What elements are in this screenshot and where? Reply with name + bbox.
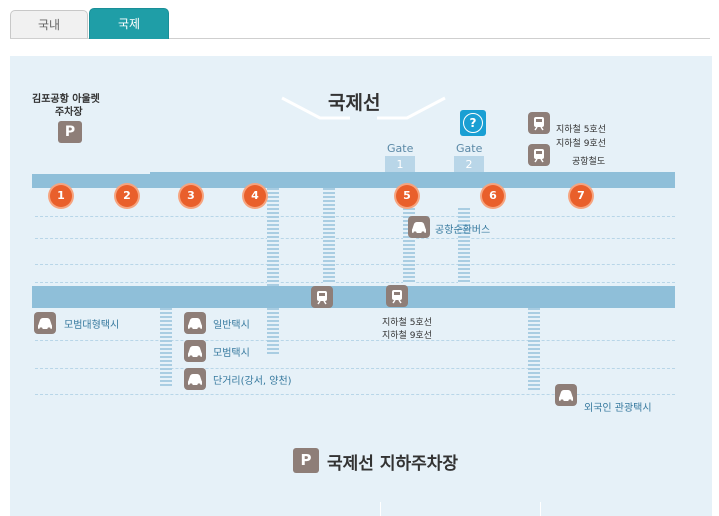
map-title: 국제선 (328, 92, 381, 114)
crosswalk (323, 188, 335, 284)
tab-domestic[interactable]: 국내 (10, 10, 88, 38)
gate-1-number[interactable]: 1 (385, 156, 415, 174)
outlet-label-line2: 주차장 (55, 107, 83, 118)
subway-icon[interactable] (386, 285, 408, 307)
regular-taxi-label: 일반택시 (213, 320, 250, 331)
exit-3-badge[interactable]: 3 (180, 185, 202, 207)
crosswalk (458, 208, 470, 284)
boundary-line (380, 502, 381, 516)
foreigner-tourist-taxi-label: 외국인 관광택시 (584, 403, 652, 414)
subway-line9-label: 지하철 9호선 (556, 139, 606, 149)
exit-4-badge[interactable]: 4 (244, 185, 266, 207)
terminal-road-top-edge (150, 172, 675, 175)
crosswalk (267, 188, 279, 288)
subway-mid-line9-label: 지하철 9호선 (382, 331, 432, 341)
lane-line (35, 216, 675, 217)
exit-5-badge[interactable]: 5 (396, 185, 418, 207)
shuttle-bus-icon[interactable] (408, 216, 430, 238)
lane-line (35, 394, 675, 395)
terminal-road-middle (32, 286, 675, 308)
terminal-road-top (32, 174, 675, 188)
short-distance-taxi-label: 단거리(강서, 양천) (213, 376, 292, 387)
crosswalk (528, 308, 540, 392)
info-icon[interactable]: ? (460, 110, 486, 136)
lane-line (35, 238, 675, 239)
terminal-tabs: 국내 국제 (10, 8, 710, 39)
exit-6-badge[interactable]: 6 (482, 185, 504, 207)
airport-rail-label: 공항철도 (572, 157, 606, 167)
underground-parking-label: 국제선 지하주차장 (327, 454, 459, 474)
deluxe-large-taxi-label: 모범대형택시 (64, 320, 120, 331)
taxi-icon[interactable] (184, 312, 206, 334)
crosswalk (160, 308, 172, 386)
subway-icon[interactable] (311, 286, 333, 308)
crosswalk (267, 308, 279, 356)
terminal-map: 국제선 김포공항 아울렛 주차장 P ? Gate 1 Gate 2 지하철 5… (10, 56, 712, 516)
taxi-icon[interactable] (34, 312, 56, 334)
exit-2-badge[interactable]: 2 (116, 185, 138, 207)
outlet-label-line1: 김포공항 아울렛 (32, 94, 100, 105)
airport-rail-icon[interactable] (528, 144, 550, 166)
lane-line (35, 264, 675, 265)
info-symbol: ? (463, 113, 483, 133)
gate-1-word: Gate (387, 142, 414, 155)
deluxe-taxi-label: 모범택시 (213, 348, 250, 359)
exit-7-badge[interactable]: 7 (570, 185, 592, 207)
subway-icon[interactable] (528, 112, 550, 134)
taxi-icon[interactable] (555, 384, 577, 406)
tab-international[interactable]: 국제 (89, 8, 169, 39)
boundary-line (540, 502, 541, 516)
taxi-icon[interactable] (184, 340, 206, 362)
subway-line5-label: 지하철 5호선 (556, 125, 606, 135)
shuttle-bus-label: 공항순환버스 (435, 225, 491, 236)
subway-mid-line5-label: 지하철 5호선 (382, 318, 432, 328)
outlet-parking-icon[interactable]: P (58, 121, 82, 143)
gate-2-word: Gate (456, 142, 483, 155)
gate-2-number[interactable]: 2 (454, 156, 484, 174)
title-decoration (281, 96, 446, 120)
underground-parking-icon[interactable]: P (293, 448, 319, 473)
lane-line (35, 340, 675, 341)
exit-1-badge[interactable]: 1 (50, 185, 72, 207)
lane-line (35, 368, 675, 369)
taxi-icon[interactable] (184, 368, 206, 390)
lane-line (35, 282, 675, 283)
